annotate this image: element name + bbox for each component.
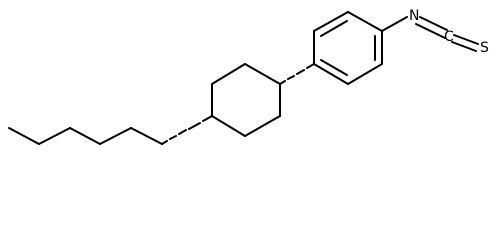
c-s-double-bond-a (453, 34, 479, 45)
hexyl-bond-1 (8, 127, 40, 145)
skeletal-formula: N C S (8, 8, 489, 145)
hexyl-bond-3 (69, 127, 101, 145)
hexyl-bond-4 (99, 127, 132, 145)
ring-bond-2 (244, 115, 281, 137)
hexyl-chain (8, 127, 163, 145)
isothiocyanate-group: N C S (381, 8, 489, 56)
benzene-bond-5 (347, 63, 383, 85)
benzene-bond-6 (313, 63, 349, 85)
benzene-double-bond-1 (320, 20, 348, 37)
carbon-atom-label: C (444, 29, 454, 45)
hexyl-bond-5 (130, 127, 163, 145)
ring-bond-4 (244, 63, 281, 85)
c-s-double-bond-b (451, 41, 477, 52)
ring-bond-1 (211, 115, 246, 137)
benzene-bond-3 (347, 11, 383, 32)
cyclohexane-ring (211, 63, 281, 137)
n-c-double-bond-a (419, 16, 448, 31)
structure-canvas: N C S (8, 8, 489, 145)
benzene-ring (313, 11, 383, 85)
sulfur-atom-label: S (480, 40, 489, 56)
hashed-wedge-bond-lower (161, 115, 213, 145)
n-c-double-bond-b (415, 23, 446, 39)
hexyl-bond-2 (38, 127, 71, 145)
benzene-bond-2 (313, 11, 349, 32)
ring-bond-5 (211, 63, 246, 85)
hashed-wedge-bond-upper (279, 63, 315, 85)
aryl-n-bond (381, 16, 408, 32)
nitrogen-atom-label: N (409, 8, 419, 24)
benzene-double-bond-3 (320, 59, 348, 76)
